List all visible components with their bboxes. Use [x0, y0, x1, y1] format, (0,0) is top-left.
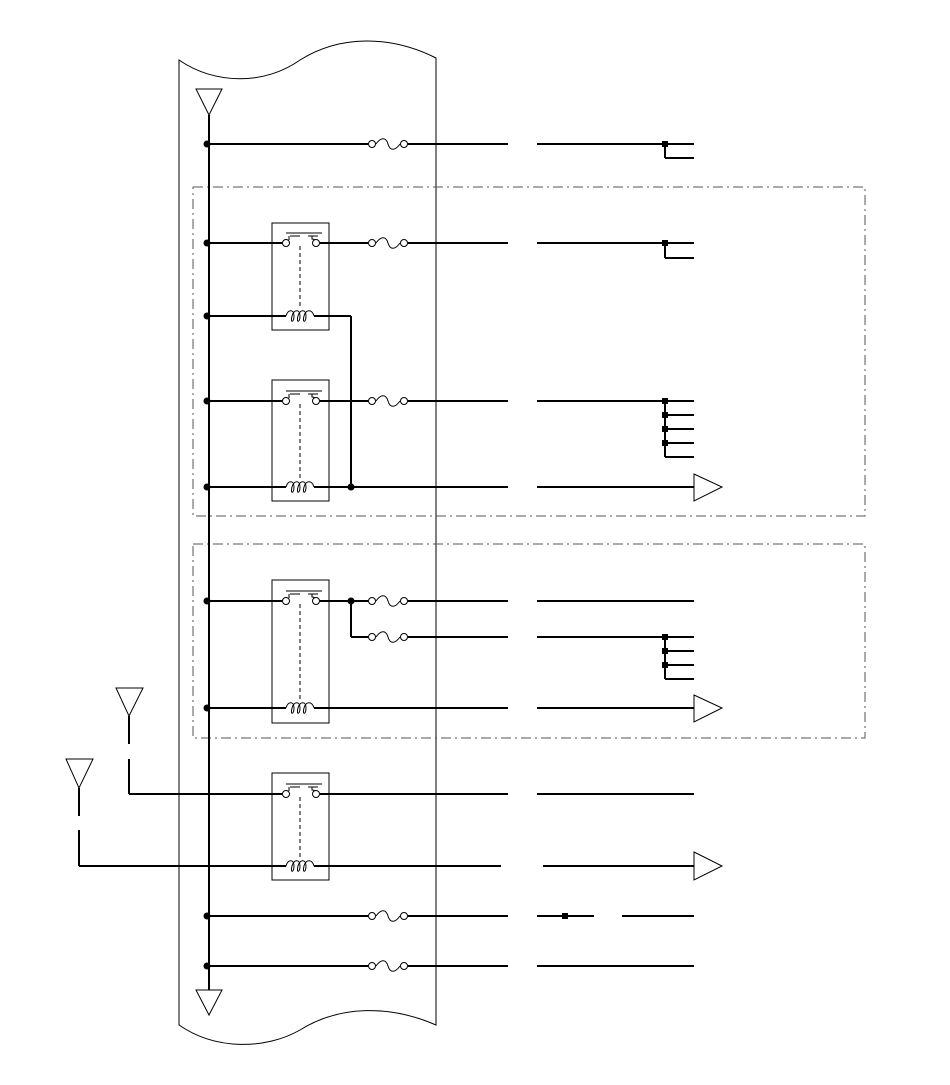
- coil-icon: [285, 481, 315, 493]
- arrow-connector-icon: [693, 694, 724, 723]
- fuse-icon: [368, 631, 408, 643]
- relay-contact-icon: [282, 232, 323, 247]
- arrow-connector-icon: [693, 473, 724, 502]
- circuit-row-1: [203, 138, 694, 159]
- relay-box-1: [271, 222, 330, 331]
- circuit-row-6: [203, 595, 694, 680]
- ground-icon-top: [195, 88, 223, 117]
- ground-icon-external-2: [65, 758, 94, 790]
- coil-icon: [285, 702, 315, 714]
- circuit-row-4: [203, 395, 694, 458]
- fuse-icon: [368, 237, 408, 249]
- fuse-icon: [368, 960, 408, 972]
- coil-icon: [285, 310, 315, 322]
- relay-contact-icon: [282, 783, 323, 798]
- circuit-row-11: [203, 960, 694, 972]
- ground-icon-external-1: [115, 687, 144, 718]
- coil-icon: [285, 860, 315, 872]
- group-boundary-lower: [192, 543, 866, 739]
- relay-box-3: [271, 579, 330, 724]
- ground-icon-bottom: [195, 989, 223, 1017]
- fuse-icon: [368, 395, 408, 407]
- circuit-row-10: [203, 910, 694, 922]
- fuse-icon: [368, 138, 408, 150]
- circuit-row-5: [203, 473, 724, 502]
- relay-box-4: [271, 772, 330, 881]
- circuit-row-7: [203, 694, 724, 723]
- circuit-row-2: [203, 237, 694, 259]
- group-boundary-upper: [192, 186, 866, 517]
- relay-contact-icon: [282, 590, 323, 605]
- fuse-icon: [368, 595, 408, 607]
- connector-block-outline: [178, 40, 437, 1045]
- relay-contact-icon: [282, 390, 323, 405]
- relay-box-2: [271, 379, 330, 502]
- fuse-icon: [368, 910, 408, 922]
- circuit-row-9: [79, 851, 724, 881]
- arrow-connector-icon: [693, 851, 724, 881]
